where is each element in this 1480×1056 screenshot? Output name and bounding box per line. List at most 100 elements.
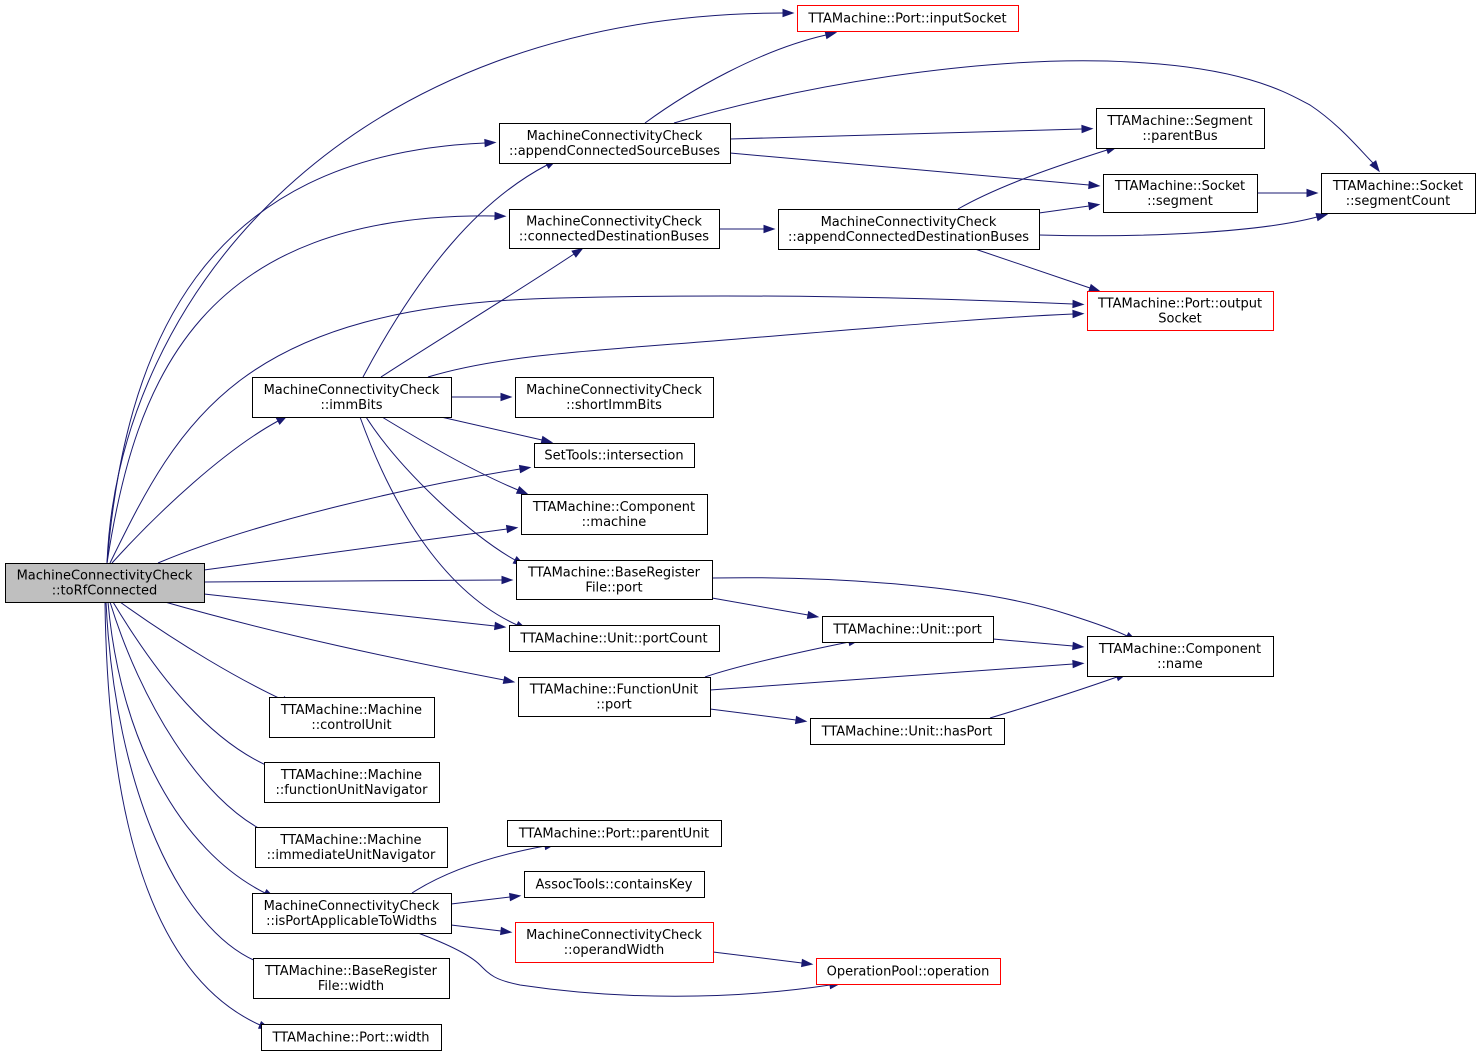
node-label: ::machine — [582, 515, 647, 530]
edge-line — [359, 416, 518, 626]
arrowhead-icon — [801, 958, 814, 968]
node-label: Socket — [1158, 312, 1202, 327]
arrowhead-icon — [1072, 641, 1085, 651]
node-label: MachineConnectivityCheck — [526, 215, 702, 230]
node-box[interactable] — [515, 377, 714, 418]
node-iuNav[interactable]: TTAMachine::Machine::immediateUnitNaviga… — [255, 827, 448, 868]
node-root[interactable]: MachineConnectivityCheck::toRfConnected — [5, 563, 205, 603]
node-isPortApp[interactable]: MachineConnectivityCheck::isPortApplicab… — [252, 893, 452, 934]
node-box[interactable] — [516, 560, 713, 600]
node-box[interactable] — [264, 762, 440, 803]
node-box[interactable] — [515, 922, 714, 963]
node-label: ::functionUnitNavigator — [276, 783, 429, 798]
node-unitPort[interactable]: TTAMachine::Unit::port — [822, 616, 994, 643]
node-box[interactable] — [269, 697, 435, 738]
node-operation[interactable]: OperationPool::operation — [816, 958, 1001, 985]
node-appendSrc[interactable]: MachineConnectivityCheck::appendConnecte… — [499, 123, 731, 164]
node-shortImmBits[interactable]: MachineConnectivityCheck::shortImmBits — [515, 377, 714, 418]
node-label: TTAMachine::Machine — [279, 833, 421, 848]
node-inputSocket[interactable]: TTAMachine::Port::inputSocket — [797, 5, 1019, 32]
arrowhead-icon — [518, 464, 532, 474]
node-label: MachineConnectivityCheck — [527, 129, 703, 144]
edge-line — [109, 601, 267, 833]
node-containsKey[interactable]: AssocTools::containsKey — [524, 871, 705, 898]
edge-immBits-to-intersection — [440, 416, 554, 444]
node-appendDest[interactable]: MachineConnectivityCheck::appendConnecte… — [778, 209, 1040, 250]
node-box[interactable] — [255, 827, 448, 868]
node-box[interactable] — [822, 616, 994, 643]
edge-line — [729, 128, 1083, 140]
edge-line — [112, 601, 269, 767]
node-parentBus[interactable]: TTAMachine::Segment::parentBus — [1096, 108, 1265, 149]
node-socketSegment[interactable]: TTAMachine::Socket::segment — [1103, 174, 1258, 213]
edge-immBits-to-unitPortCount — [359, 416, 528, 630]
edge-line — [673, 60, 1374, 164]
node-box[interactable] — [1087, 636, 1274, 677]
node-box[interactable] — [253, 958, 450, 999]
node-fuPort[interactable]: TTAMachine::FunctionUnit::port — [518, 677, 711, 717]
node-box[interactable] — [1096, 108, 1265, 149]
node-label: ::appendConnectedDestinationBuses — [788, 230, 1029, 245]
edge-appendSrc-to-parentBus — [729, 124, 1094, 140]
node-label: OperationPool::operation — [827, 965, 990, 980]
node-segmentCount[interactable]: TTAMachine::Socket::segmentCount — [1321, 173, 1476, 214]
node-label: TTAMachine::Port::output — [1097, 297, 1262, 312]
node-box[interactable] — [5, 563, 205, 603]
node-box[interactable] — [1321, 173, 1476, 214]
edge-root-to-immBits — [111, 415, 289, 564]
node-compMachine[interactable]: TTAMachine::Component::machine — [521, 494, 708, 535]
node-label: File::width — [318, 979, 384, 994]
node-box[interactable] — [1087, 291, 1274, 331]
node-operandWidth[interactable]: MachineConnectivityCheck::operandWidth — [515, 922, 714, 963]
node-hasPort[interactable]: TTAMachine::Unit::hasPort — [810, 718, 1005, 745]
edge-root-to-appendSrc — [106, 138, 497, 564]
node-controlUnit[interactable]: TTAMachine::Machine::controlUnit — [269, 697, 435, 738]
edge-line — [365, 416, 516, 561]
node-box[interactable] — [499, 123, 731, 164]
node-box[interactable] — [509, 209, 720, 249]
node-connDest[interactable]: MachineConnectivityCheck::connectedDesti… — [509, 209, 720, 249]
node-box[interactable] — [1103, 174, 1258, 213]
node-box[interactable] — [797, 5, 1019, 32]
node-label: TTAMachine::Segment — [1106, 114, 1252, 129]
edge-root-to-compMachine — [203, 524, 519, 571]
edge-socketSegment-to-segmentCount — [1257, 188, 1319, 198]
node-label: ::segment — [1147, 194, 1213, 209]
node-box[interactable] — [778, 209, 1040, 250]
node-box[interactable] — [816, 958, 1001, 985]
edge-fuPort-to-hasPort — [709, 708, 808, 725]
node-box[interactable] — [518, 677, 711, 717]
edge-line — [957, 149, 1108, 210]
node-box[interactable] — [261, 1024, 442, 1051]
node-box[interactable] — [534, 443, 695, 468]
edge-line — [381, 416, 519, 491]
node-box[interactable] — [252, 893, 452, 934]
node-box[interactable] — [252, 377, 452, 418]
node-fuNav[interactable]: TTAMachine::Machine::functionUnitNavigat… — [264, 762, 440, 803]
edge-immBits-to-shortImmBits — [451, 392, 513, 402]
node-box[interactable] — [524, 871, 705, 898]
node-label: TTAMachine::Machine — [280, 703, 422, 718]
node-label: MachineConnectivityCheck — [526, 383, 702, 398]
node-label: ::isPortApplicableToWidths — [266, 914, 437, 929]
node-box[interactable] — [507, 820, 722, 847]
edge-line — [427, 313, 1074, 378]
node-parentUnit[interactable]: TTAMachine::Port::parentUnit — [507, 820, 722, 847]
edge-root-to-connDest — [106, 211, 507, 564]
node-box[interactable] — [810, 718, 1005, 745]
arrowhead-icon — [1072, 299, 1085, 309]
edge-root-to-outputSocket — [109, 295, 1085, 564]
node-immBits[interactable]: MachineConnectivityCheck::immBits — [252, 377, 452, 418]
node-compName[interactable]: TTAMachine::Component::name — [1087, 636, 1274, 677]
edge-root-to-isPortApp — [107, 601, 276, 899]
node-box[interactable] — [509, 625, 720, 652]
node-portWidth[interactable]: TTAMachine::Port::width — [261, 1024, 442, 1051]
node-unitPortCount[interactable]: TTAMachine::Unit::portCount — [509, 625, 720, 652]
node-label: TTAMachine::BaseRegister — [264, 964, 438, 979]
node-intersection[interactable]: SetTools::intersection — [534, 443, 695, 468]
edge-line — [1038, 216, 1318, 237]
node-box[interactable] — [521, 494, 708, 535]
